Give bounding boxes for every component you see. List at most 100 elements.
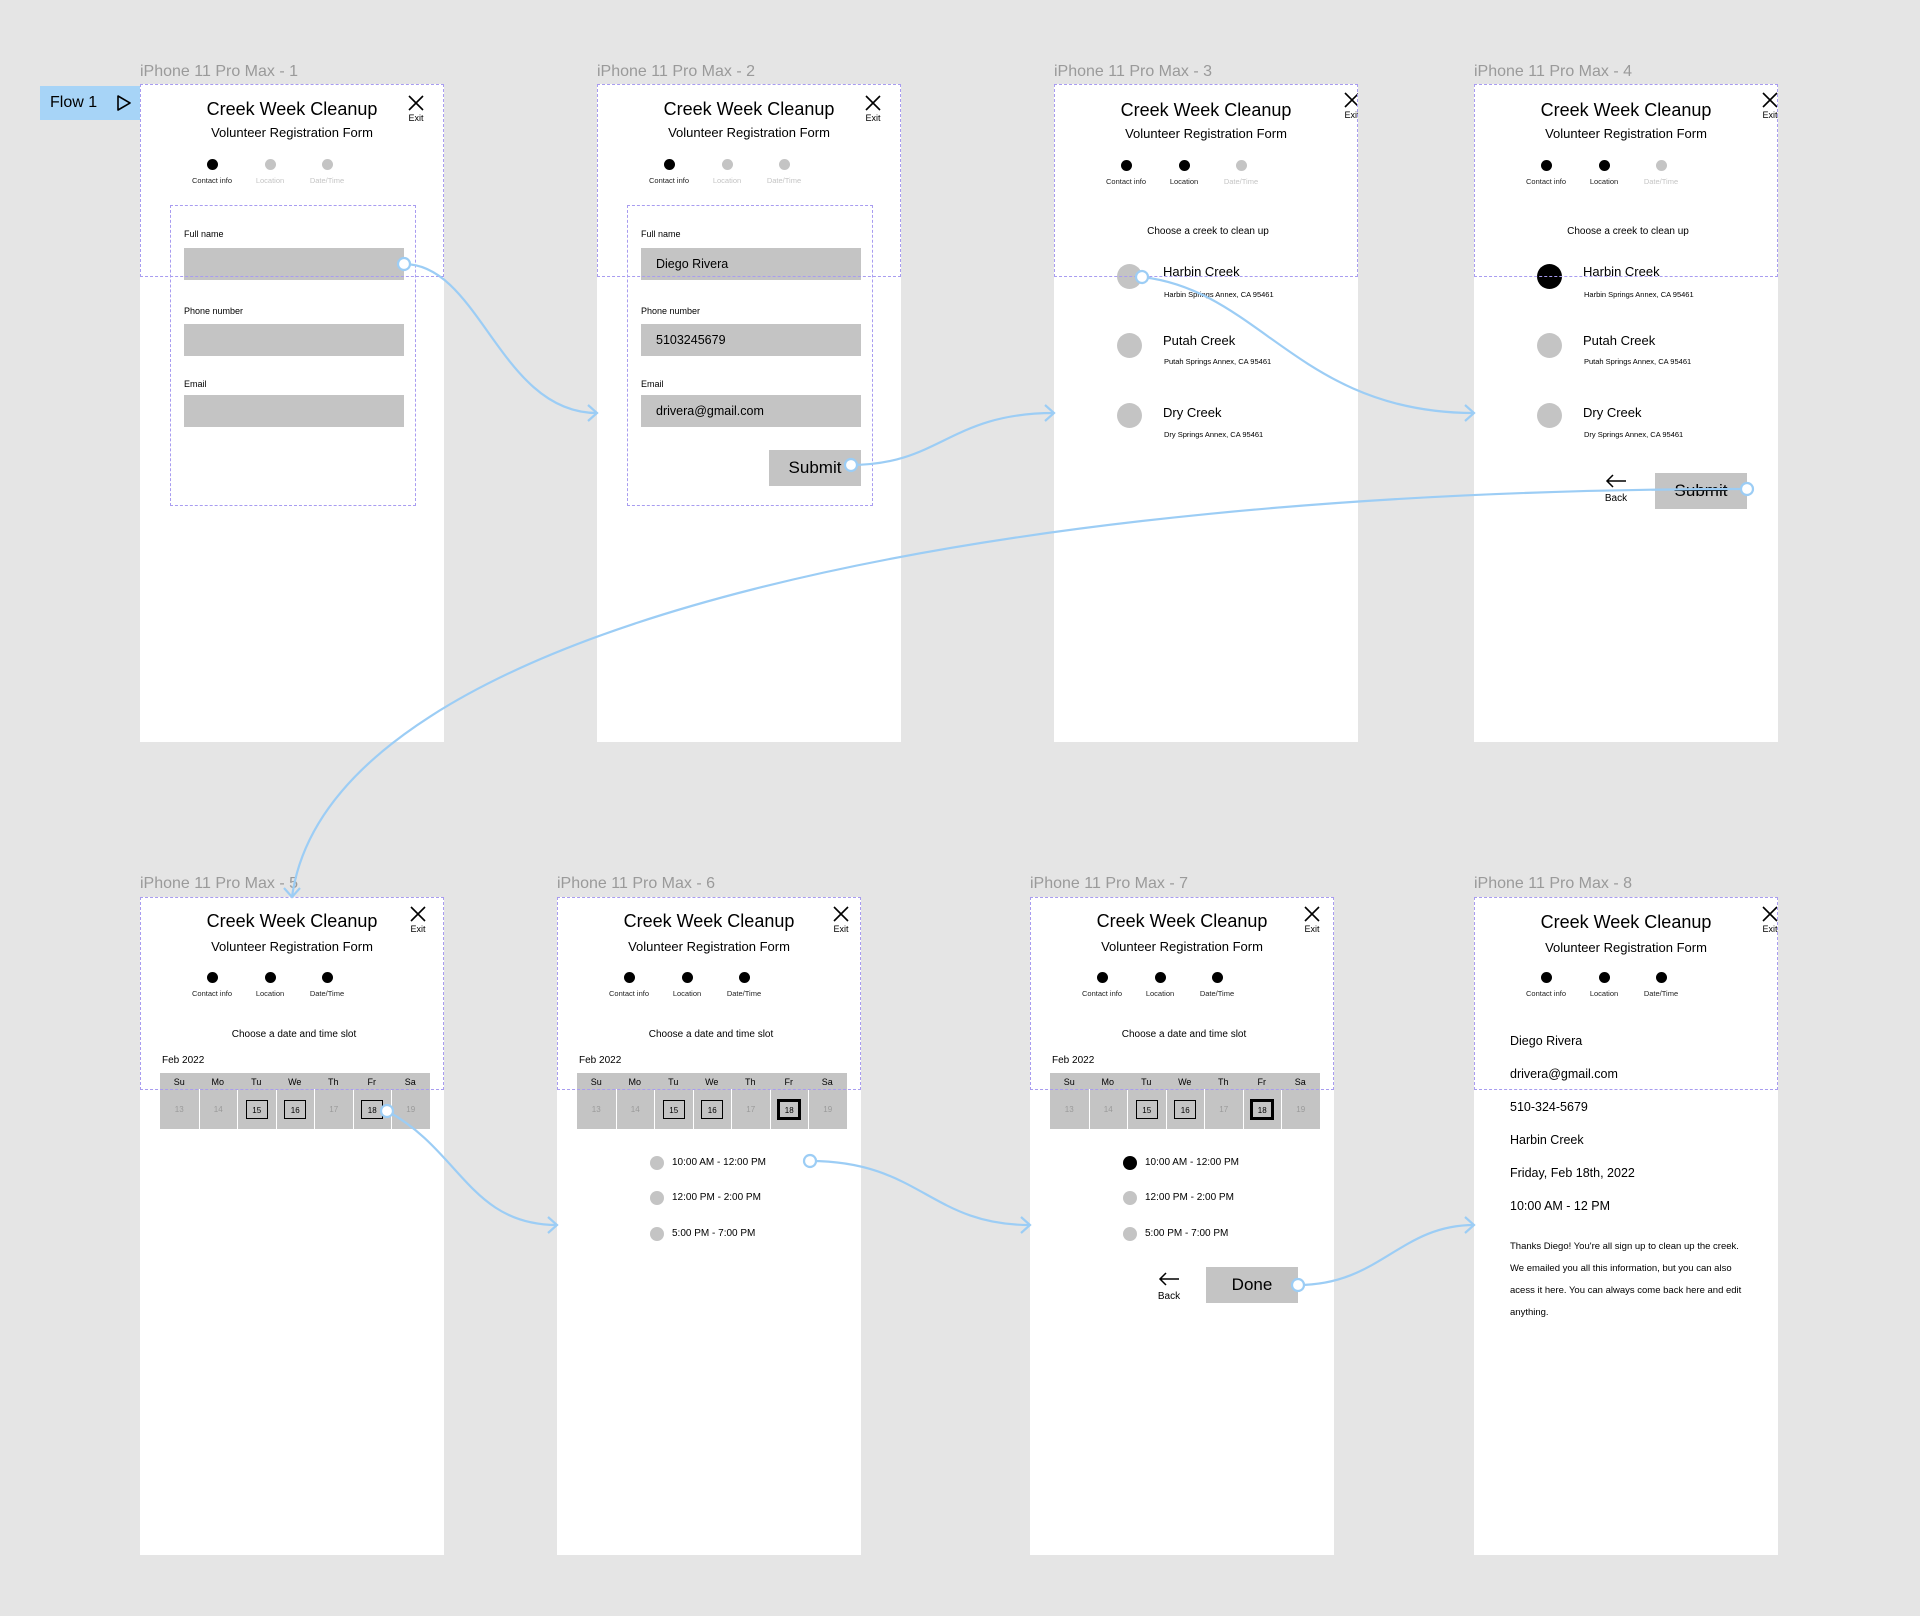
frame-label-5: iPhone 11 Pro Max - 5 xyxy=(140,875,299,892)
exit-button[interactable]: Exit xyxy=(1297,905,1327,934)
email-input[interactable]: drivera@gmail.com xyxy=(641,395,861,427)
creek-prompt: Choose a creek to clean up xyxy=(1567,226,1689,237)
day-number: 15 xyxy=(662,1099,685,1119)
exit-button[interactable]: Exit xyxy=(1337,91,1358,120)
calendar-day-19: 19 xyxy=(391,1089,430,1129)
exit-button[interactable]: Exit xyxy=(403,905,433,934)
calendar-day-18[interactable]: 18 xyxy=(352,1089,392,1129)
arrowhead xyxy=(547,1216,559,1234)
calendar-day-16[interactable]: 16 xyxy=(275,1089,315,1129)
calendar-month: Feb 2022 xyxy=(1052,1055,1095,1066)
step-label: Location xyxy=(1589,177,1619,186)
exit-label: Exit xyxy=(1762,110,1778,120)
phone-label: Phone number xyxy=(641,306,701,316)
exit-label: Exit xyxy=(833,924,849,934)
fullname-label: Full name xyxy=(184,229,224,239)
day-number: 16 xyxy=(1174,1099,1197,1119)
close-icon xyxy=(408,95,424,111)
weekday-label: Th xyxy=(744,1077,756,1087)
weekday-label: Th xyxy=(1217,1077,1229,1087)
step-label: Date/Time xyxy=(309,176,345,185)
day-number: 14 xyxy=(1103,1104,1113,1114)
day-number: 17 xyxy=(329,1104,339,1114)
time-slot-radio-2[interactable] xyxy=(1123,1191,1137,1205)
creek-radio-harbin[interactable] xyxy=(1537,264,1562,289)
exit-label: Exit xyxy=(1762,924,1778,934)
calendar-day-15[interactable]: 15 xyxy=(237,1089,276,1129)
email-input[interactable] xyxy=(184,395,404,427)
time-slot-radio-3[interactable] xyxy=(1123,1227,1137,1241)
weekday-label: Fr xyxy=(367,1077,377,1087)
back-label: Back xyxy=(1604,493,1628,504)
step-date-time: Date/Time xyxy=(1187,972,1247,998)
form-title: Creek Week Cleanup xyxy=(1540,100,1712,120)
frame-location-empty: Creek Week Cleanup Volunteer Registratio… xyxy=(1054,84,1358,742)
summary-time: 10:00 AM - 12 PM xyxy=(1510,1199,1611,1213)
time-slot-radio-3[interactable] xyxy=(650,1227,664,1241)
exit-button[interactable]: Exit xyxy=(401,94,431,123)
fullname-input[interactable] xyxy=(184,248,404,280)
day-number: 18 xyxy=(777,1098,802,1120)
arrow-left-icon xyxy=(1158,1272,1179,1286)
step-label: Date/Time xyxy=(766,176,802,185)
calendar-month: Feb 2022 xyxy=(579,1055,622,1066)
close-icon xyxy=(1762,92,1778,108)
calendar-day-15[interactable]: 15 xyxy=(654,1089,693,1129)
frame-label-2: iPhone 11 Pro Max - 2 xyxy=(597,63,756,80)
calendar-day-16[interactable]: 16 xyxy=(1165,1089,1205,1129)
creek-radio-putah[interactable] xyxy=(1537,333,1562,358)
exit-button[interactable]: Exit xyxy=(1755,91,1778,120)
submit-button[interactable]: Submit xyxy=(1655,473,1747,509)
form-title: Creek Week Cleanup xyxy=(206,911,378,931)
creek-radio-putah[interactable] xyxy=(1117,333,1142,358)
done-button[interactable]: Done xyxy=(1206,1267,1298,1303)
time-slot-label: 12:00 PM - 2:00 PM xyxy=(672,1192,761,1203)
close-icon xyxy=(865,95,881,111)
step-label: Contact info xyxy=(1525,177,1567,186)
phone-input[interactable] xyxy=(184,324,404,356)
back-button[interactable]: Back xyxy=(1601,474,1631,504)
step-label: Date/Time xyxy=(1643,989,1679,998)
calendar-day-13: 13 xyxy=(577,1089,616,1129)
day-number: 19 xyxy=(823,1104,833,1114)
submit-button[interactable]: Submit xyxy=(769,450,861,486)
close-icon xyxy=(1304,906,1320,922)
calendar-day-18[interactable]: 18 xyxy=(1242,1089,1282,1129)
back-button[interactable]: Back xyxy=(1154,1272,1184,1302)
calendar-day-17: 17 xyxy=(1204,1089,1243,1129)
step-date-time: Date/Time xyxy=(1631,972,1691,998)
step-label: Contact info xyxy=(191,989,233,998)
step-location: Location xyxy=(1574,160,1634,186)
frame-location-selected: Creek Week Cleanup Volunteer Registratio… xyxy=(1474,84,1778,742)
fullname-input[interactable]: Diego Rivera xyxy=(641,248,861,280)
exit-button[interactable]: Exit xyxy=(826,905,856,934)
flow-start-badge[interactable]: Flow 1 xyxy=(40,86,140,120)
calendar-day-18[interactable]: 18 xyxy=(769,1089,809,1129)
flow-label: Flow 1 xyxy=(50,94,98,111)
arrowhead xyxy=(1044,404,1056,422)
phone-input[interactable]: 5103245679 xyxy=(641,324,861,356)
calendar-day-16[interactable]: 16 xyxy=(692,1089,732,1129)
calendar-day-17: 17 xyxy=(314,1089,353,1129)
time-slot-radio-1[interactable] xyxy=(650,1156,664,1170)
back-label: Back xyxy=(1157,1291,1181,1302)
creek-radio-dry[interactable] xyxy=(1117,403,1142,428)
time-slot-radio-2[interactable] xyxy=(650,1191,664,1205)
step-label: Location xyxy=(1589,989,1619,998)
calendar-day-13: 13 xyxy=(160,1089,199,1129)
close-icon xyxy=(410,906,426,922)
step-date-time: Date/Time xyxy=(297,159,357,185)
step-contact-info: Contact info xyxy=(182,972,242,998)
close-icon xyxy=(1344,92,1358,108)
exit-button[interactable]: Exit xyxy=(858,94,888,123)
creek-address: Putah Springs Annex, CA 95461 xyxy=(1584,357,1692,366)
creek-radio-dry[interactable] xyxy=(1537,403,1562,428)
creek-radio-harbin[interactable] xyxy=(1117,264,1142,289)
time-slot-radio-1[interactable] xyxy=(1123,1156,1137,1170)
form-title: Creek Week Cleanup xyxy=(206,99,378,119)
exit-button[interactable]: Exit xyxy=(1755,905,1778,934)
weekday-label: Tu xyxy=(1141,1077,1152,1087)
week-calendar: Su Mo Tu We Th Fr Sa 13 14 15 16 17 18 1… xyxy=(160,1073,430,1129)
calendar-day-15[interactable]: 15 xyxy=(1127,1089,1166,1129)
step-label: Contact info xyxy=(648,176,690,185)
